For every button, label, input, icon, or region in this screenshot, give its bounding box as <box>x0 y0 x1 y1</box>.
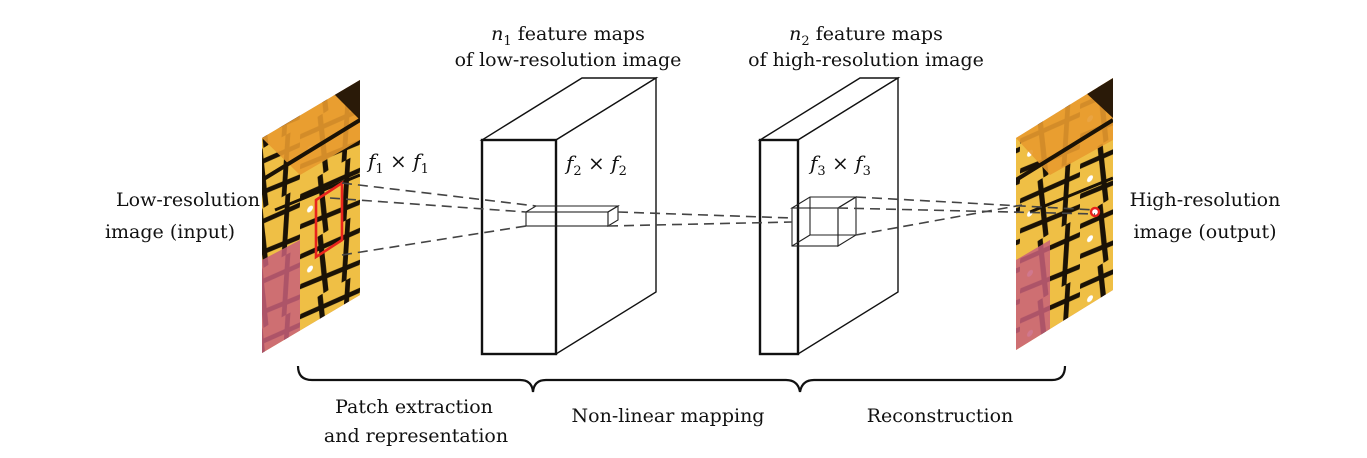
feature-maps-2-subtitle: of high-resolution image <box>748 49 984 71</box>
filter-3-size-label: f3 × f3 <box>808 151 871 179</box>
stage-patch-extraction-line2: and representation <box>324 425 508 447</box>
input-patch-highlight <box>314 180 344 260</box>
stage-nonlinear-mapping: Non-linear mapping <box>572 405 765 427</box>
input-image <box>262 80 360 353</box>
output-pixel-highlight <box>1089 206 1101 218</box>
feature-maps-2-block <box>757 76 901 356</box>
output-label-line1: High-resolution <box>1130 189 1281 211</box>
feature-maps-1-title: n1 feature maps <box>491 23 645 49</box>
feature-maps-2-title: n2 feature maps <box>789 23 943 49</box>
filter-2-box <box>524 205 620 227</box>
filter-1-size-label: f1 × f1 <box>366 149 429 177</box>
feature-maps-1-block <box>479 76 659 356</box>
output-image <box>1016 78 1113 350</box>
stage-braces <box>296 365 1067 393</box>
input-label-line2: image (input) <box>105 221 235 243</box>
output-label-line2: image (output) <box>1133 221 1276 243</box>
feature-maps-1-subtitle: of low-resolution image <box>455 49 682 71</box>
stage-reconstruction: Reconstruction <box>867 405 1014 427</box>
stage-patch-extraction-line1: Patch extraction <box>335 396 493 418</box>
connection-lines <box>329 182 1096 256</box>
input-label-line1: Low-resolution <box>116 189 260 211</box>
